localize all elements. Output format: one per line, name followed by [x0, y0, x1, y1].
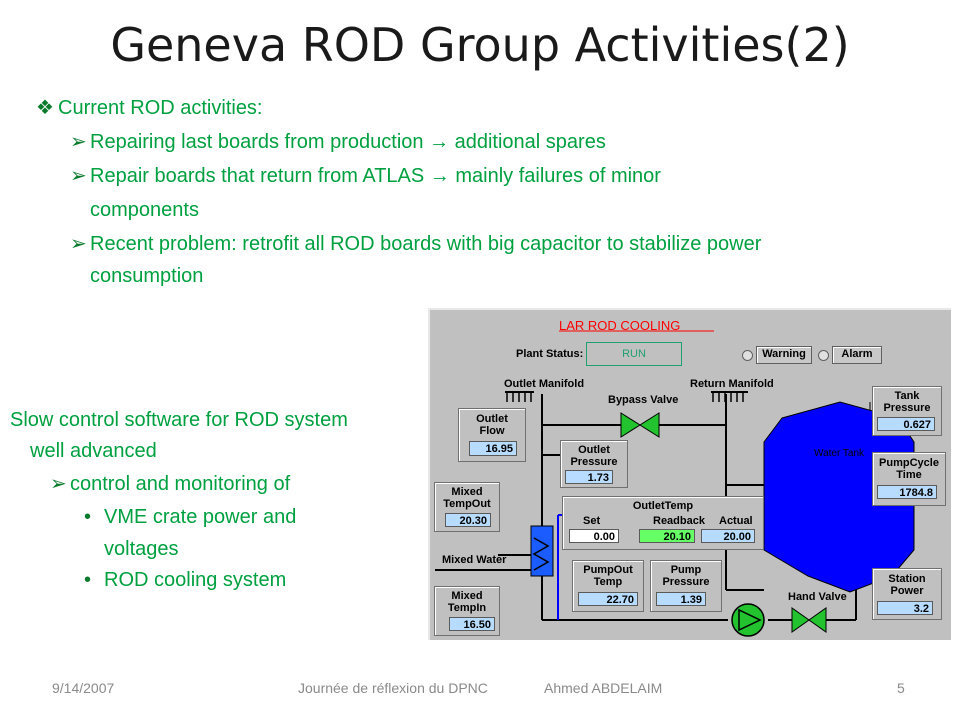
- outlet-temp-readback-value: 20.10: [639, 529, 695, 543]
- outlet-flow-label-1: Outlet: [476, 413, 508, 425]
- left-text-6-text: ROD cooling system: [104, 569, 287, 591]
- dot-bullet-icon: •: [84, 506, 92, 528]
- outlet-flow-label-2: Flow: [479, 425, 505, 437]
- slide-title: Geneva ROD Group Activities(2): [110, 18, 850, 72]
- outlet-temp-readback-label: Readback: [653, 515, 705, 527]
- left-text-1: Slow control software for ROD system: [10, 409, 348, 431]
- outlet-pressure-value: 1.73: [565, 470, 613, 484]
- pump-pressure-label-1: Pump: [670, 564, 702, 576]
- pumpcycle-time-label-1: PumpCycle: [879, 457, 939, 469]
- outlet-pressure-box: Outlet Pressure 1.73: [560, 440, 628, 488]
- footer-author: Ahmed ABDELAIM: [544, 680, 663, 696]
- footer-center: Journée de réflexion du DPNC: [298, 680, 488, 696]
- outlet-temp-title: OutletTemp: [632, 500, 694, 512]
- bullet-sub2: ➢Repair boards that return from ATLAS → …: [70, 162, 661, 190]
- pump-pressure-label-2: Pressure: [662, 576, 710, 588]
- mixed-tempout-box: Mixed TempOut 20.30: [434, 482, 500, 532]
- arrow-bullet-icon: ➢: [70, 165, 87, 187]
- left-text-5: voltages: [104, 538, 179, 560]
- tank-pressure-label-1: Tank: [894, 390, 920, 402]
- pumpout-temp-label-2: Temp: [593, 576, 623, 588]
- pumpout-temp-box: PumpOut Temp 22.70: [572, 560, 644, 612]
- mixed-tempin-value: 16.50: [449, 617, 495, 631]
- bypass-valve-icon: [620, 412, 641, 438]
- warning-button[interactable]: Warning: [756, 346, 812, 364]
- bullet-sub2-cont: components: [90, 199, 199, 221]
- outlet-temp-box: OutletTemp Set Readback Actual 0.00 20.1…: [562, 496, 764, 550]
- water-tank-label: Water Tank: [814, 448, 865, 459]
- bullet-sub2-text: Repair boards that return from ATLAS → m…: [90, 165, 661, 187]
- bullet-sub1: ➢Repairing last boards from production →…: [70, 128, 606, 156]
- hand-valve-label: Hand Valve: [788, 591, 847, 603]
- outlet-flow-box: Outlet Flow 16.95: [458, 408, 526, 462]
- pump-pressure-value: 1.39: [656, 592, 706, 606]
- outlet-manifold-label: Outlet Manifold: [504, 378, 585, 390]
- dot-bullet-icon: •: [84, 569, 92, 591]
- tank-pressure-box: Tank Pressure 0.627: [872, 386, 942, 436]
- mixed-tempout-label-2: TempOut: [443, 498, 491, 510]
- mixed-water-label: Mixed Water: [442, 554, 507, 566]
- plant-status-field: RUN: [586, 342, 682, 366]
- left-text-4: • VME crate power and: [84, 503, 296, 531]
- left-text-3: ➢control and monitoring of: [50, 470, 290, 498]
- mixed-tempout-value: 20.30: [445, 513, 491, 527]
- outlet-temp-set-input[interactable]: 0.00: [569, 529, 619, 543]
- tank-pressure-label-2: Pressure: [883, 402, 931, 414]
- left-text-4-text: VME crate power and: [104, 506, 297, 528]
- lar-rod-cooling-panel: LAR ROD COOLING Plant Status: RUN Warnin…: [428, 308, 951, 640]
- plant-status-label: Plant Status:: [516, 348, 584, 360]
- pumpout-temp-value: 22.70: [578, 592, 638, 606]
- mixed-tempin-label-2: TempIn: [447, 602, 487, 614]
- return-manifold-label: Return Manifold: [690, 378, 774, 390]
- left-text-6: • ROD cooling system: [84, 566, 286, 594]
- outlet-temp-set-label: Set: [583, 515, 601, 527]
- outlet-temp-actual-value: 20.00: [701, 529, 755, 543]
- station-power-label-2: Power: [890, 585, 924, 597]
- left-text-2: well advanced: [30, 440, 157, 462]
- panel-title: LAR ROD COOLING: [559, 318, 681, 333]
- hand-valve-icon: [791, 607, 810, 633]
- outlet-temp-actual-label: Actual: [719, 515, 753, 527]
- mixed-tempout-label-1: Mixed: [451, 486, 483, 498]
- pumpcycle-time-label-2: Time: [896, 469, 922, 481]
- bullet-sub1-text: Repairing last boards from production → …: [90, 131, 606, 153]
- warning-indicator[interactable]: [742, 350, 753, 361]
- alarm-indicator[interactable]: [818, 350, 829, 361]
- pumpcycle-time-value: 1784.8: [877, 485, 937, 499]
- bullet-main-text: Current ROD activities:: [58, 97, 263, 119]
- outlet-pressure-label-2: Pressure: [570, 456, 618, 468]
- arrow-bullet-icon: ➢: [50, 473, 67, 495]
- pumpout-temp-label-1: PumpOut: [583, 564, 633, 576]
- pump-pressure-box: Pump Pressure 1.39: [650, 560, 722, 612]
- footer-date: 9/14/2007: [52, 680, 115, 696]
- mixed-tempin-box: Mixed TempIn 16.50: [434, 586, 500, 636]
- bullet-sub3: ➢Recent problem: retrofit all ROD boards…: [70, 230, 761, 258]
- outlet-flow-value: 16.95: [469, 441, 517, 456]
- bypass-valve-label: Bypass Valve: [608, 394, 679, 406]
- arrow-bullet-icon: ➢: [70, 233, 87, 255]
- bullet-sub3-cont: consumption: [90, 265, 204, 287]
- bullet-main: ❖Current ROD activities:: [36, 94, 263, 122]
- diamond-bullet-icon: ❖: [36, 97, 54, 119]
- pump-icon: [731, 603, 765, 637]
- station-power-box: Station Power 3.2: [872, 568, 942, 620]
- pumpcycle-time-box: PumpCycle Time 1784.8: [872, 452, 946, 506]
- left-text-3-text: control and monitoring of: [70, 473, 291, 495]
- heat-exchanger-icon: [530, 525, 554, 577]
- mixed-tempin-label-1: Mixed: [451, 590, 483, 602]
- outlet-pressure-label-1: Outlet: [578, 444, 610, 456]
- alarm-button[interactable]: Alarm: [832, 346, 882, 364]
- footer-page-number: 5: [897, 680, 905, 696]
- arrow-bullet-icon: ➢: [70, 131, 87, 153]
- station-power-label-1: Station: [888, 573, 926, 585]
- tank-pressure-value: 0.627: [877, 417, 935, 431]
- piping-diagram: [435, 330, 915, 637]
- station-power-value: 3.2: [877, 601, 933, 615]
- bullet-sub3-text: Recent problem: retrofit all ROD boards …: [90, 233, 762, 255]
